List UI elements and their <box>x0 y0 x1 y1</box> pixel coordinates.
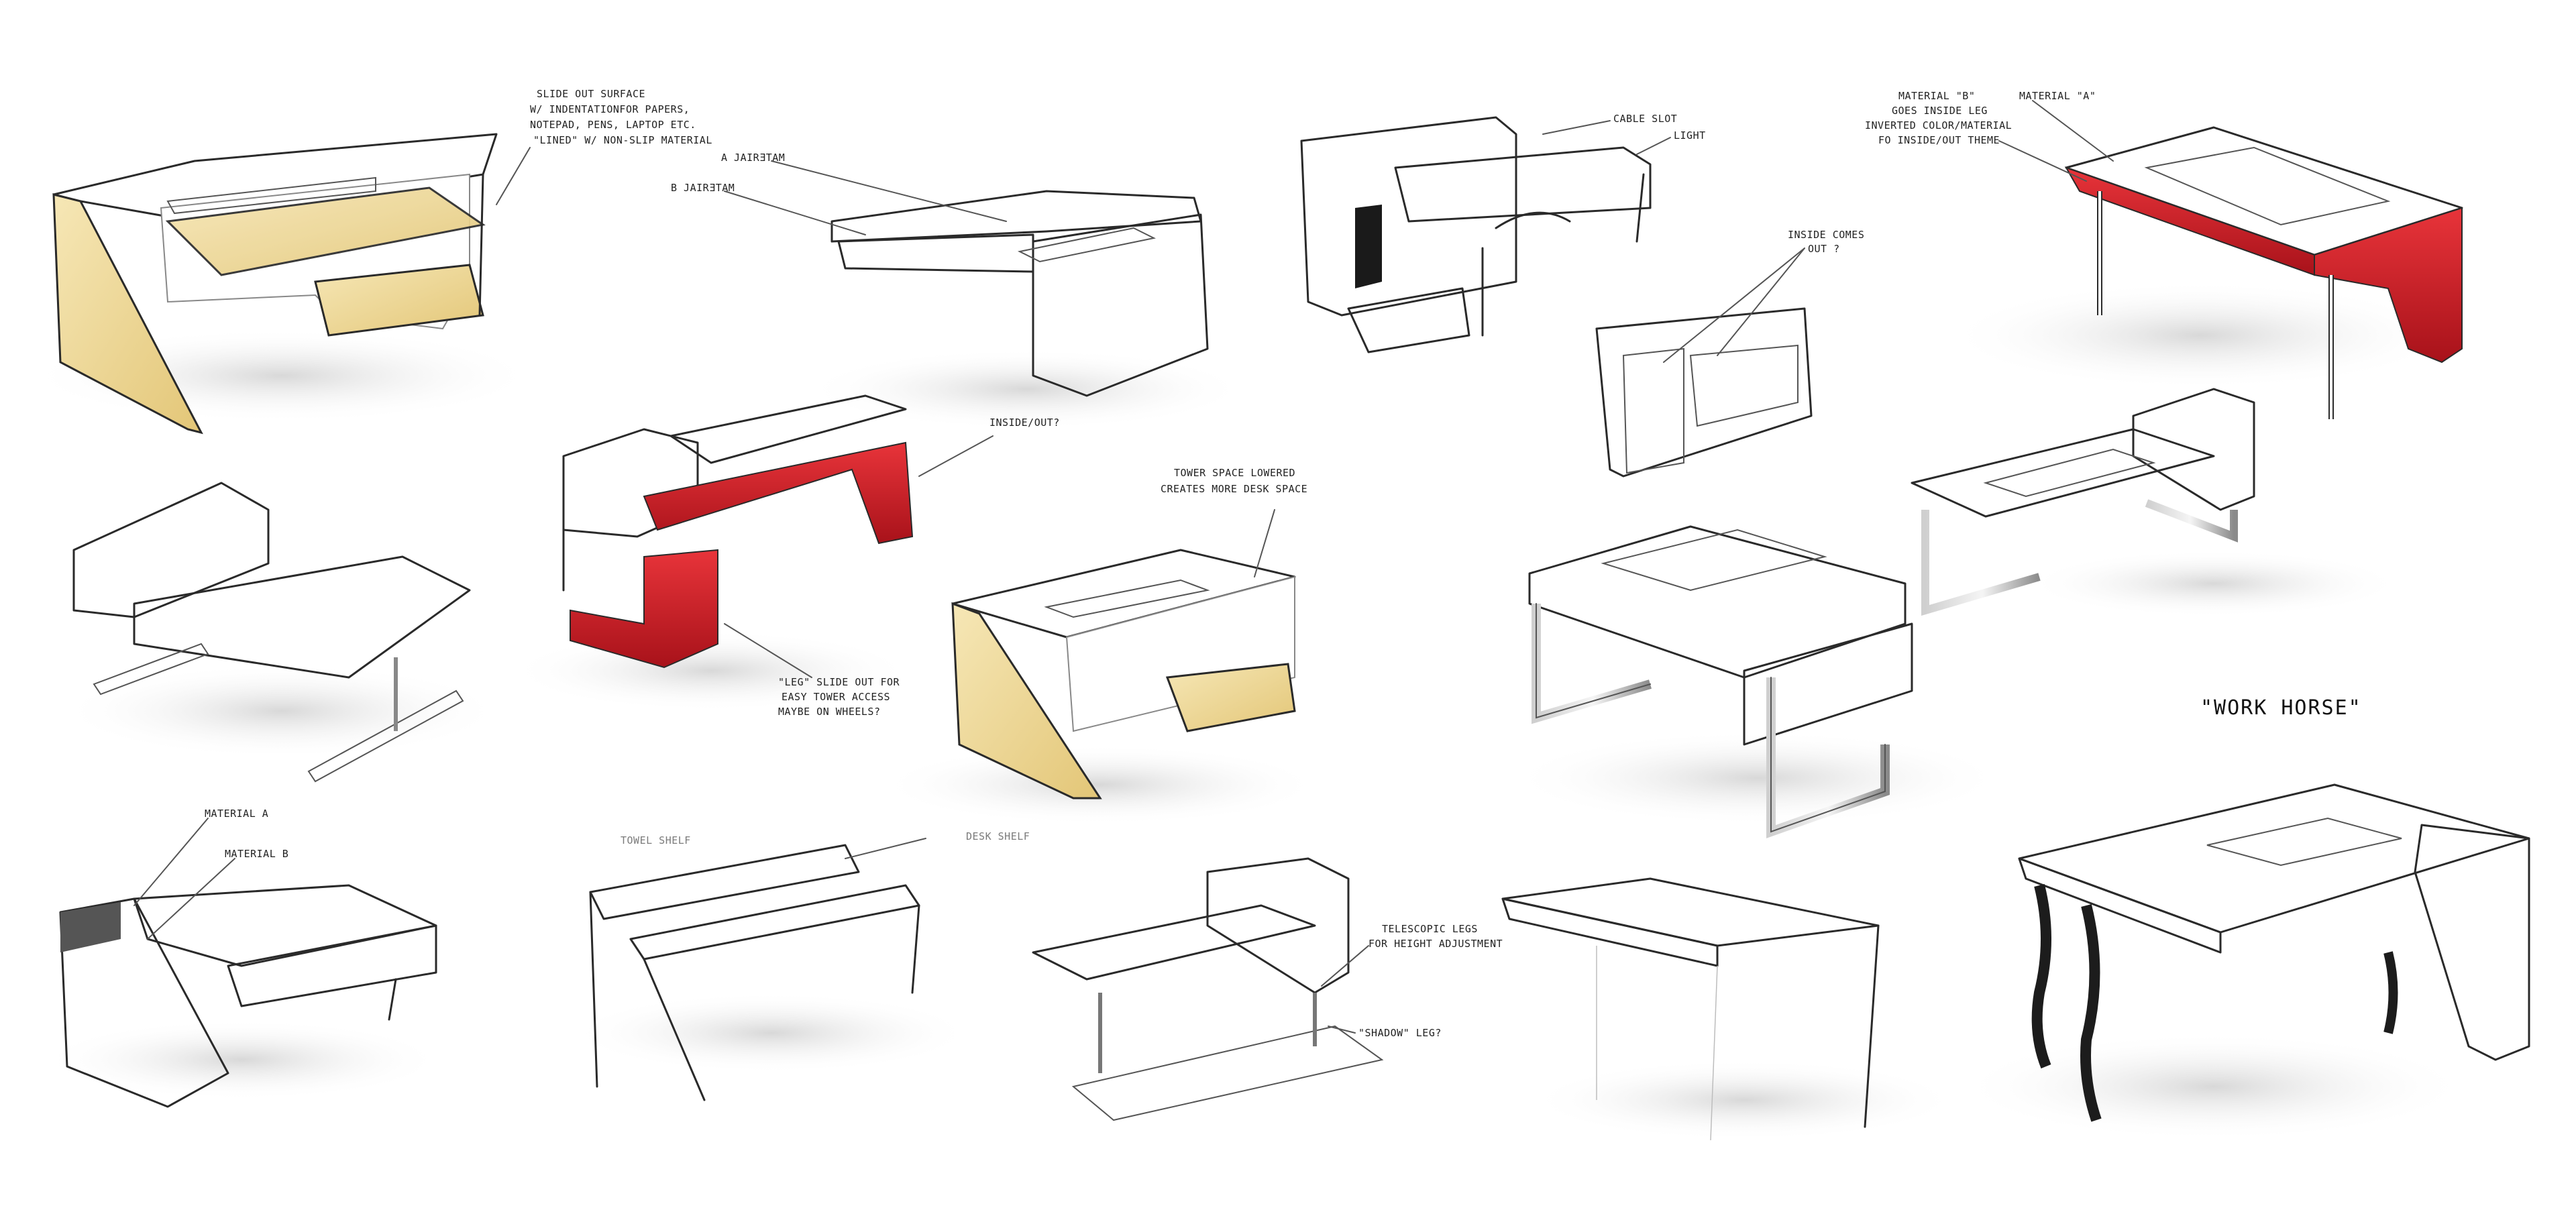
annotation-tower: TOWER SPACE LOWERED CREATES MORE DESK SP… <box>1161 467 1307 495</box>
label-mat-b-1: MATERIAL "B" <box>1898 90 1975 102</box>
label-leg-slide-1: "LEG" SLIDE OUT FOR <box>778 676 900 688</box>
desk-yellow-slide-out <box>27 133 537 435</box>
label-leg-slide-3: MAYBE ON WHEELS? <box>778 706 881 718</box>
desk-steel-loop-legs <box>1509 525 2006 838</box>
label-mat-b-2: GOES INSIDE LEG <box>1892 105 1988 117</box>
annotation-slide-out: SLIDE OUT SURFACE W/ INDENTATIONFOR PAPE… <box>530 88 712 146</box>
desk-chaise-metal-feet <box>60 482 503 783</box>
desk-grey-mirror <box>805 190 1248 429</box>
label-material-b: MATERIAL B <box>225 848 288 860</box>
label-telescopic-2: FOR HEIGHT ADJUSTMENT <box>1368 938 1503 950</box>
label-mirror-a: A JAIRƎTAM <box>721 152 785 164</box>
annotation-leg-slide: "LEG" SLIDE OUT FOR EASY TOWER ACCESS MA… <box>778 676 900 718</box>
label-desk-shelf: DESK SHELF <box>966 830 1030 842</box>
label-mirror-b: B JAIRƎTAM <box>671 182 735 194</box>
label-tower-1: TOWER SPACE LOWERED <box>1174 467 1295 479</box>
desk-towel-shelf <box>570 844 973 1101</box>
label-inside-comes-1: INSIDE COMES <box>1788 229 1864 241</box>
label-mat-a-top: MATERIAL "A" <box>2019 90 2096 102</box>
label-telescopic-1: TELESCOPIC LEGS <box>1382 923 1478 935</box>
desk-grey-material-ab <box>40 884 443 1108</box>
desk-chaise-sled-base <box>1911 388 2402 617</box>
label-light: LIGHT <box>1674 129 1706 142</box>
label-towel-shelf: TOWEL SHELF <box>621 834 691 846</box>
label-work-horse: "WORK HORSE" <box>2200 696 2362 720</box>
label-material-a: MATERIAL A <box>205 808 268 820</box>
label-inside-out: INSIDE/OUT? <box>989 417 1060 429</box>
cabinet-box-inside-comes-out <box>1595 307 1813 478</box>
desk-glass-waterfall <box>1501 877 1959 1141</box>
desk-work-horse <box>1959 783 2530 1140</box>
annotation-inside-comes: INSIDE COMES OUT ? <box>1788 229 1864 255</box>
desk-telescopic-legs <box>1032 857 1384 1121</box>
label-leg-slide-2: EASY TOWER ACCESS <box>782 691 890 703</box>
desk-red-inside-out-legs <box>1945 126 2463 419</box>
label-slide-out-2: W/ INDENTATIONFOR PAPERS, <box>530 103 690 115</box>
leader-lines <box>133 100 2114 1034</box>
desk-cabinet-cable-slot <box>1300 116 1652 353</box>
label-mat-b-3: INVERTED COLOR/MATERIAL <box>1865 119 2012 131</box>
label-cable-slot: CABLE SLOT <box>1613 113 1677 125</box>
label-inside-comes-2: OUT ? <box>1808 243 1840 255</box>
label-slide-out-4: "LINED" W/ NON-SLIP MATERIAL <box>533 134 712 146</box>
label-slide-out-1: SLIDE OUT SURFACE <box>537 88 645 100</box>
label-tower-2: CREATES MORE DESK SPACE <box>1161 483 1307 495</box>
desk-red-l-shape <box>510 394 914 711</box>
label-slide-out-3: NOTEPAD, PENS, LAPTOP ETC. <box>530 119 696 131</box>
label-mat-b-4: FO INSIDE/OUT THEME <box>1878 134 2000 146</box>
annotation-material-b-top: MATERIAL "B" GOES INSIDE LEG INVERTED CO… <box>1865 90 2012 146</box>
desk-yellow-lowered-tower <box>879 549 1322 825</box>
label-shadow-leg: "SHADOW" LEG? <box>1358 1027 1442 1039</box>
annotation-telescopic: TELESCOPIC LEGS FOR HEIGHT ADJUSTMENT <box>1368 923 1503 950</box>
